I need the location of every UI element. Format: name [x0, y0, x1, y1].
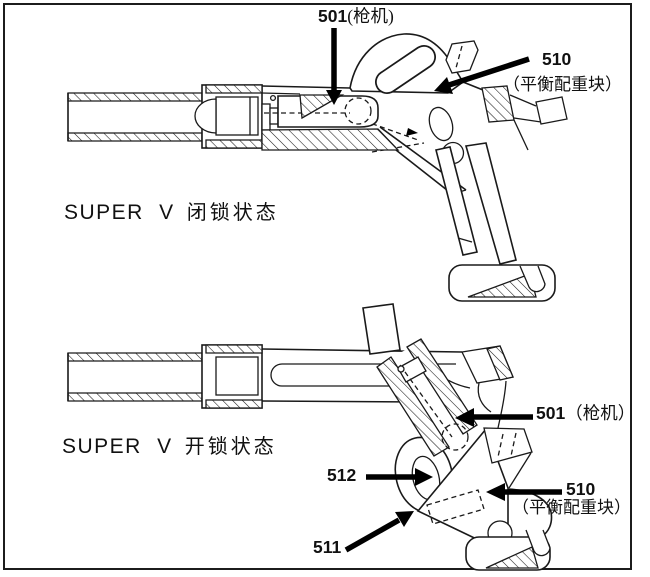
callout-501-locked-name: (枪机): [347, 6, 394, 26]
barrel-locked: [67, 84, 263, 149]
counterweight-locked: [355, 81, 568, 195]
callout-501-unlocked: 501（枪机）: [536, 403, 635, 424]
callout-501-locked-number: 501: [318, 6, 348, 26]
bolt-unlocked: [376, 338, 478, 457]
arrow-510-locked: [434, 56, 530, 94]
callout-arrows: [326, 28, 562, 553]
state-title-unlocked: SUPER V 开锁状态: [62, 435, 277, 459]
callout-511-label: 511: [313, 537, 342, 557]
grip-frame-locked: [435, 142, 556, 302]
hidden-lug-outline: [426, 489, 485, 525]
arrow-512: [366, 468, 433, 486]
callout-510-locked-number: 510: [542, 49, 572, 69]
arrow-501-locked: [326, 28, 342, 105]
bolt-locked: [264, 94, 379, 128]
ejection-port-flap: [445, 40, 479, 74]
figure-border: [3, 3, 632, 570]
ejected-case: [362, 303, 401, 355]
callout-512-label: 512: [327, 465, 357, 485]
barrel-unlocked: [67, 344, 263, 409]
counterweight-unlocked: [416, 427, 533, 546]
cartridge: [215, 96, 259, 136]
state-title-locked-cjk: 闭锁状态: [186, 202, 279, 224]
arrow-510-unlocked: [486, 483, 562, 501]
state-title-unlocked-latin: SUPER V: [62, 435, 173, 458]
grip-foot-unlocked: [465, 529, 551, 571]
state-title-unlocked-cjk: 开锁状态: [184, 436, 277, 458]
callout-501-locked: 501(枪机): [318, 6, 394, 27]
unlocked-state-drawing: [67, 303, 553, 571]
callout-510-locked-name: （平衡配重块）: [503, 75, 622, 94]
arrow-511: [344, 511, 414, 553]
locked-state-drawing: [67, 33, 568, 302]
state-title-locked-latin: SUPER V: [64, 201, 175, 224]
callout-510-unlocked-name: （平衡配重块）: [512, 498, 631, 517]
arrow-501-unlocked: [455, 408, 533, 427]
callout-501-unlocked-name: （枪机）: [565, 403, 636, 423]
callout-501-unlocked-number: 501: [536, 403, 566, 423]
callout-510-unlocked-number: 510: [566, 479, 596, 499]
state-title-locked: SUPER V 闭锁状态: [64, 201, 279, 225]
